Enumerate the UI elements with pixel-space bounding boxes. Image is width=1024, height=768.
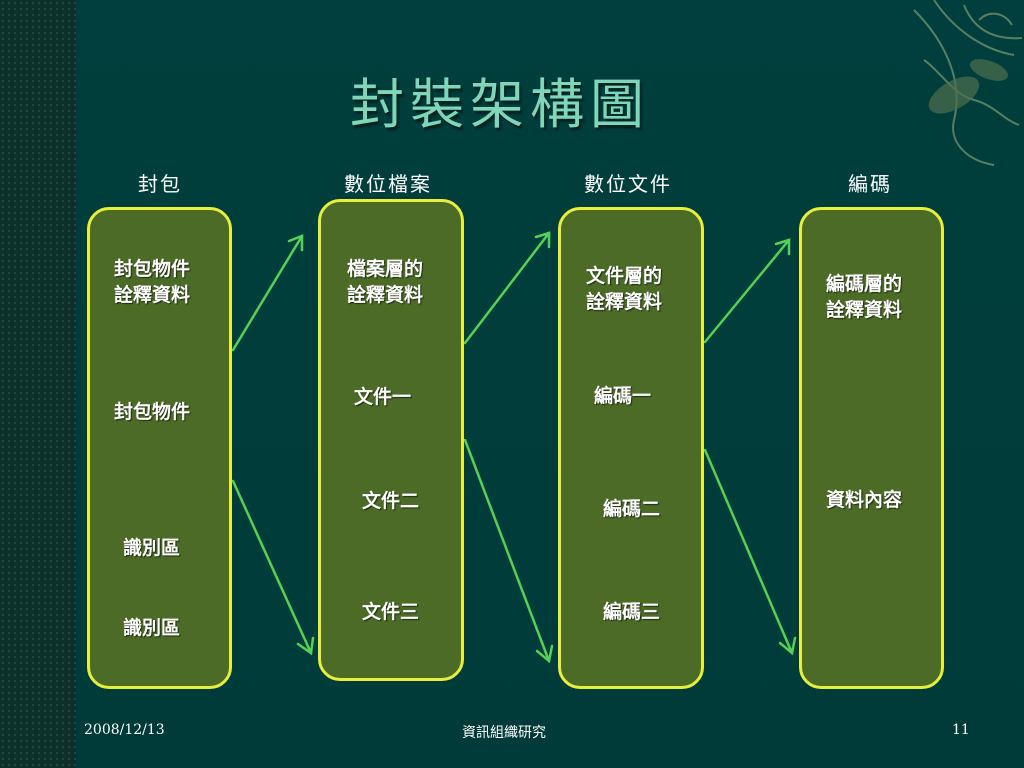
footer-date: 2008/12/13: [84, 722, 165, 738]
footer-title: 資訊組織研究: [462, 725, 546, 741]
packet-box: [87, 207, 232, 689]
encoding-metadata-label: 編碼層的詮釋資料: [826, 273, 903, 321]
encoding-two-label: 編碼二: [603, 498, 661, 520]
arrow-down-2: [463, 438, 554, 664]
column-heading-digital-file: 數位檔案: [344, 172, 432, 196]
arrow-up-2: [463, 231, 551, 345]
encoding-box: [799, 207, 944, 689]
packet-object-label: 封包物件: [114, 401, 191, 423]
column-heading-encoding: 編碼: [848, 172, 892, 196]
identifier-area-label-2: 識別區: [123, 617, 181, 639]
arrow-up-1: [231, 234, 304, 352]
slide-title: 封裝架構圖: [350, 73, 650, 136]
arrow-down-1: [231, 479, 315, 656]
encoding-three-label: 編碼三: [603, 601, 661, 623]
digital-document-box: [558, 207, 704, 689]
identifier-area-label-1: 識別區: [123, 537, 181, 559]
document-three-label: 文件三: [362, 601, 420, 623]
page-number: 11: [952, 722, 970, 738]
document-two-label: 文件二: [362, 490, 420, 512]
encoding-one-label: 編碼一: [594, 385, 652, 407]
column-heading-packet: 封包: [138, 172, 182, 196]
arrow-down-3: [703, 448, 797, 656]
document-metadata-label: 文件層的詮釋資料: [586, 265, 663, 313]
column-heading-digital-document: 數位文件: [584, 172, 672, 196]
file-metadata-label: 檔案層的詮釋資料: [347, 258, 424, 306]
digital-file-box: [318, 199, 464, 681]
left-texture-strip: [0, 0, 76, 768]
data-content-label: 資料內容: [826, 489, 903, 511]
packet-metadata-label: 封包物件詮釋資料: [114, 258, 191, 306]
document-one-label: 文件一: [354, 386, 412, 408]
arrow-up-3: [703, 238, 791, 344]
decorative-flourish: [913, 0, 1023, 166]
